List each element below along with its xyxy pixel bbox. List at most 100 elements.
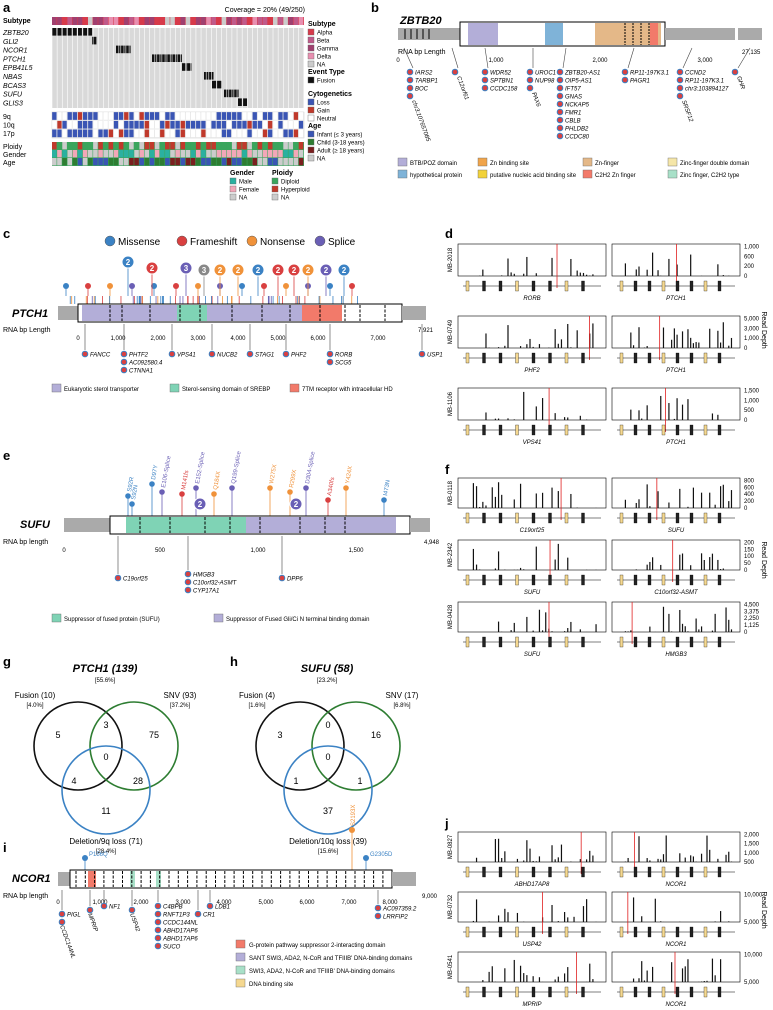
gene-model-exon: [581, 424, 585, 436]
b-partner-dot: [481, 76, 489, 84]
cyto-cell: [298, 129, 304, 138]
ptch1-recurrent-circle: [197, 263, 211, 277]
cyto-cell: [272, 129, 278, 138]
gene-model-exon: [498, 280, 503, 292]
legend-label: Gamma: [317, 47, 339, 53]
coverage-ytick: 400: [744, 492, 755, 498]
c-axis-tick: 5,000: [270, 336, 286, 342]
cyto-cell: [56, 111, 62, 121]
i-partner-label: MPRIP: [86, 913, 98, 933]
clinical-cell: [267, 142, 273, 150]
gene-model-exon: [661, 424, 666, 436]
b-partner-dot: [676, 68, 684, 76]
clinical-cell: [267, 158, 273, 166]
coverage-bar: [529, 848, 531, 862]
gene-model-exon: [498, 352, 503, 364]
sufu-mut-label: D304-Splice: [305, 450, 317, 484]
clinical-cell: [237, 142, 242, 150]
coverage-bar: [687, 329, 689, 348]
gene-model-exon: [703, 926, 708, 938]
cyto-cell: [231, 120, 237, 129]
c-partner-dot: [168, 350, 176, 358]
cyto-cell: [226, 111, 232, 121]
coverage-bar: [717, 264, 719, 276]
coverage-bar: [538, 609, 541, 632]
cyto-cell: [139, 129, 145, 138]
clinical-cell: [165, 150, 170, 158]
subtype-cell: [237, 17, 242, 25]
ptch1-recurrent-count: 2: [276, 266, 281, 275]
cyto-cell: [103, 111, 109, 121]
coverage-bar: [576, 330, 578, 348]
clinical-cell: [139, 158, 144, 166]
ncor1-cds: [69, 869, 393, 889]
b-partner-dot: [556, 84, 564, 92]
b-partner-dot: [556, 108, 564, 116]
cyto-cell: [293, 111, 299, 121]
mutation-type-label: Missense: [118, 237, 161, 248]
coverage-ytick: 200: [744, 540, 755, 546]
subtype-cell: [216, 17, 222, 25]
read-depth-label-d: Read Depth: [760, 311, 767, 348]
coverage-plot-box: [611, 601, 741, 633]
i-partner-label: AC097359.2: [382, 907, 417, 913]
coverage-bar: [513, 499, 515, 508]
clinical-cell: [159, 150, 165, 158]
coverage-plot-box: [457, 891, 607, 923]
coverage-bar: [630, 332, 632, 348]
cyto-cell: [72, 111, 78, 121]
clinical-cell: [221, 158, 227, 166]
panel-letter-h: h: [230, 654, 238, 669]
fusion-cell: [177, 54, 182, 62]
sufu-mut-label: E152-Splice: [195, 451, 207, 485]
fusion-cell: [72, 28, 77, 36]
gene-model-exon: [482, 986, 486, 998]
ptch1-recurrent-circle: [231, 263, 245, 277]
clinical-cell: [62, 158, 67, 166]
cyto-cell: [134, 120, 139, 129]
clinical-cell: [226, 150, 232, 158]
clinical-cell: [273, 150, 278, 158]
clinical-cell: [283, 150, 288, 158]
clinical-cell: [82, 150, 88, 158]
coverage-bar: [668, 258, 670, 276]
rna-length-label-e: RNA bp length: [3, 539, 48, 546]
cyto-cell: [164, 120, 170, 129]
coverage-bar: [698, 342, 700, 348]
b-partner-dot: [556, 124, 564, 132]
panel-letter-g: g: [3, 654, 11, 669]
ncor1-mut-label: G2305D: [370, 852, 393, 858]
coverage-ytick: 1,500: [744, 389, 760, 395]
coverage-bar: [646, 484, 648, 508]
coverage-bar: [720, 342, 722, 348]
coverage-bar: [662, 606, 665, 632]
gene-model-exon: [675, 424, 680, 436]
coverage-bar: [497, 418, 500, 420]
gene-model-exon: [548, 636, 552, 648]
c-partner-dot: [120, 350, 128, 358]
coverage-bar: [535, 546, 537, 570]
ptch1-mut-head: [173, 283, 179, 289]
coverage-bar: [535, 493, 537, 508]
coverage-sample-label: MB-0732: [448, 894, 454, 919]
fusion-cell: [212, 80, 217, 89]
cyto-cell: [195, 120, 201, 129]
coverage-bar: [557, 976, 559, 982]
coverage-bar: [687, 399, 689, 420]
coverage-ytick: 600: [744, 485, 755, 491]
coverage-bar: [510, 630, 512, 632]
clinical-cell: [77, 150, 83, 158]
e-axis-tick: 500: [155, 548, 166, 554]
legend-swatch: [307, 146, 315, 154]
gene-model-exon: [647, 866, 652, 878]
coverage-bar: [725, 607, 727, 632]
c-partner-label: SCG5: [335, 361, 352, 367]
coverage-bar: [592, 979, 594, 982]
coverage-gene-label: PTCH1: [666, 440, 686, 446]
coverage-ytick: 150: [744, 547, 755, 553]
i-partner-label: USP42: [128, 913, 140, 934]
coverage-plot-box: [611, 831, 741, 863]
ptch1-recurrent-circle: [271, 263, 285, 277]
gene-model-exon: [581, 574, 585, 586]
